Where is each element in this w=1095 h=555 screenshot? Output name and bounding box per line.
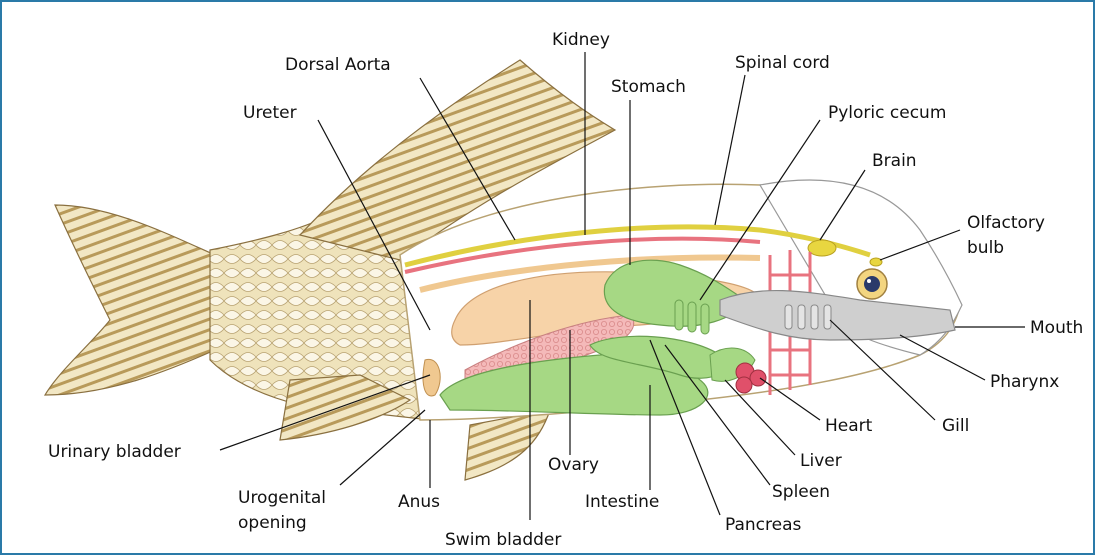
label-spinal-cord: Spinal cord xyxy=(735,53,830,73)
label-swim-bladder: Swim bladder xyxy=(445,530,561,550)
label-pharynx: Pharynx xyxy=(990,372,1059,392)
brain xyxy=(808,240,836,256)
label-dorsal-aorta: Dorsal Aorta xyxy=(285,55,391,75)
label-olfactory-line1: Olfactory xyxy=(967,213,1045,233)
label-gill: Gill xyxy=(942,416,969,436)
label-heart: Heart xyxy=(825,416,873,436)
olfactory-bulb xyxy=(870,258,882,266)
label-pyloric-cecum: Pyloric cecum xyxy=(828,103,946,123)
label-urogenital-line2: opening xyxy=(238,513,307,533)
label-mouth: Mouth xyxy=(1030,318,1083,338)
label-urinary-bladder: Urinary bladder xyxy=(48,442,181,462)
urinary-bladder xyxy=(423,359,440,396)
label-stomach: Stomach xyxy=(611,77,686,97)
pelvic-fin xyxy=(465,410,550,480)
label-intestine: Intestine xyxy=(585,492,659,512)
label-pancreas: Pancreas xyxy=(725,515,802,535)
label-kidney: Kidney xyxy=(552,30,610,50)
label-anus: Anus xyxy=(398,492,440,512)
label-liver: Liver xyxy=(800,451,842,471)
label-olfactory-line2: bulb xyxy=(967,238,1004,258)
label-urogenital-line1: Urogenital xyxy=(238,488,326,508)
pyloric-cecum xyxy=(675,300,709,334)
label-brain: Brain xyxy=(872,151,917,171)
label-spleen: Spleen xyxy=(772,482,830,502)
label-ovary: Ovary xyxy=(548,455,599,475)
label-ureter: Ureter xyxy=(243,103,297,123)
tail-fin xyxy=(45,205,215,395)
